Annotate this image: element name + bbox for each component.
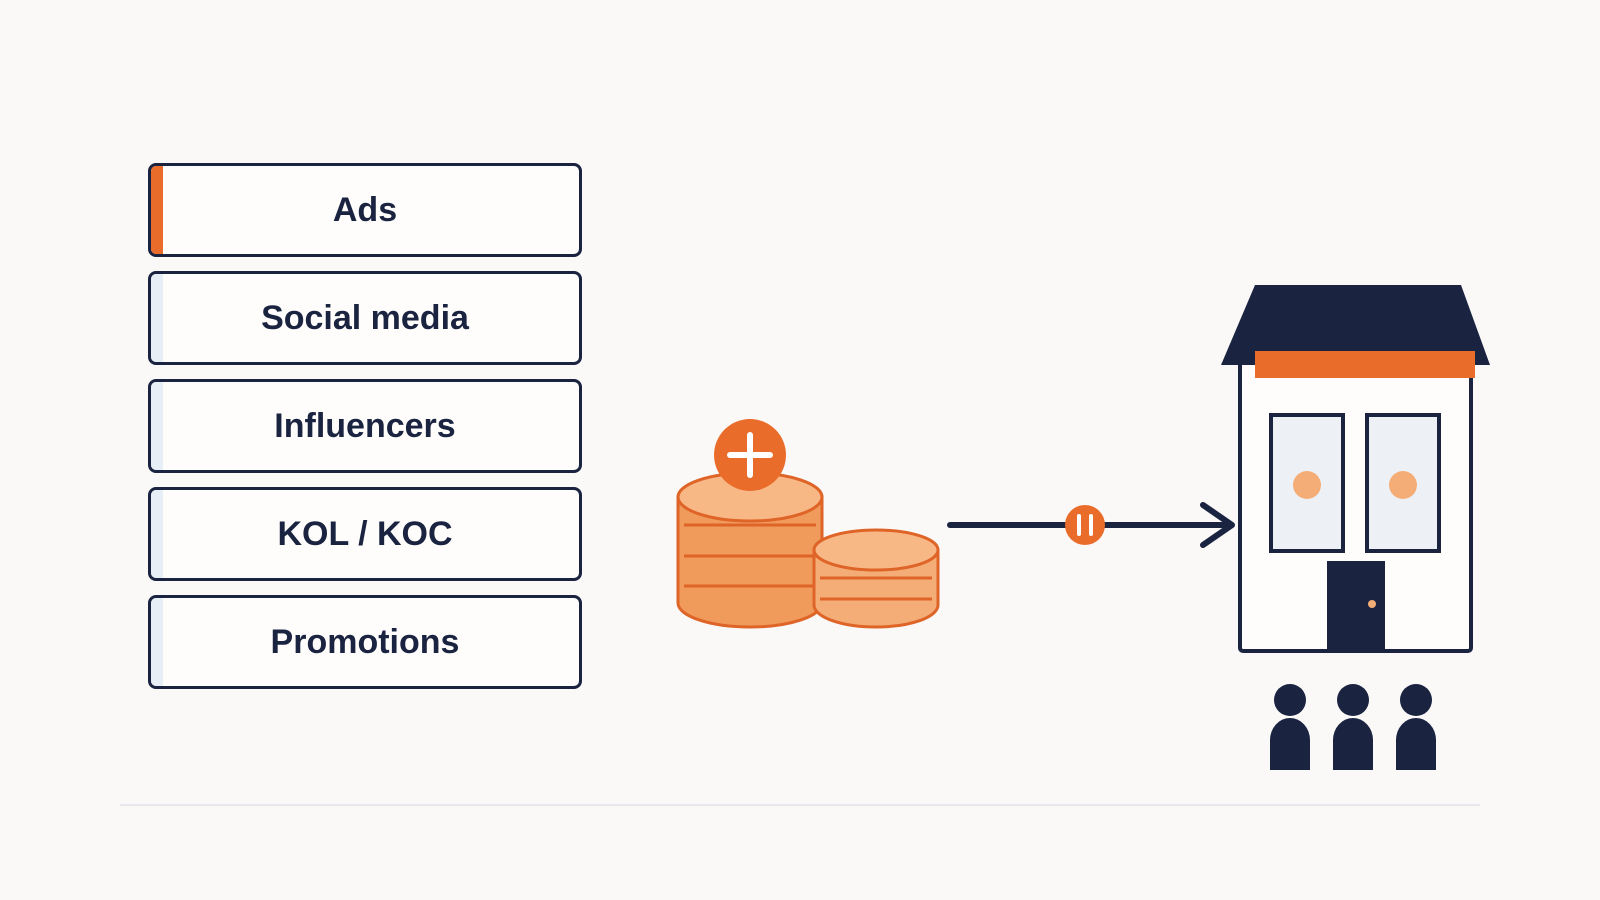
channel-card-kol-koc: KOL / KOC [148, 487, 582, 581]
bottom-divider [120, 804, 1480, 806]
channel-label: Ads [332, 190, 398, 229]
channel-accent-bar [151, 598, 163, 686]
customer-group-icon [1270, 684, 1436, 770]
plus-icon [714, 419, 786, 491]
pause-icon [1065, 505, 1105, 545]
channel-card-ads: Ads [148, 163, 582, 257]
channel-card-social-media: Social media [148, 271, 582, 365]
channel-card-promotions: Promotions [148, 595, 582, 689]
store-building-icon [1221, 285, 1490, 653]
channel-card-influencers: Influencers [148, 379, 582, 473]
channel-label: Promotions [270, 622, 460, 661]
channel-accent-bar [151, 274, 163, 362]
channel-label: KOL / KOC [277, 514, 453, 553]
channel-accent-bar [151, 166, 163, 254]
coins-stack-icon [676, 471, 940, 629]
channel-label: Social media [261, 298, 469, 337]
channel-accent-bar [151, 382, 163, 470]
channel-accent-bar [151, 490, 163, 578]
marketing-channel-list: Ads Social media Influencers KOL / KOC P… [148, 163, 582, 703]
channel-label: Influencers [274, 406, 456, 445]
